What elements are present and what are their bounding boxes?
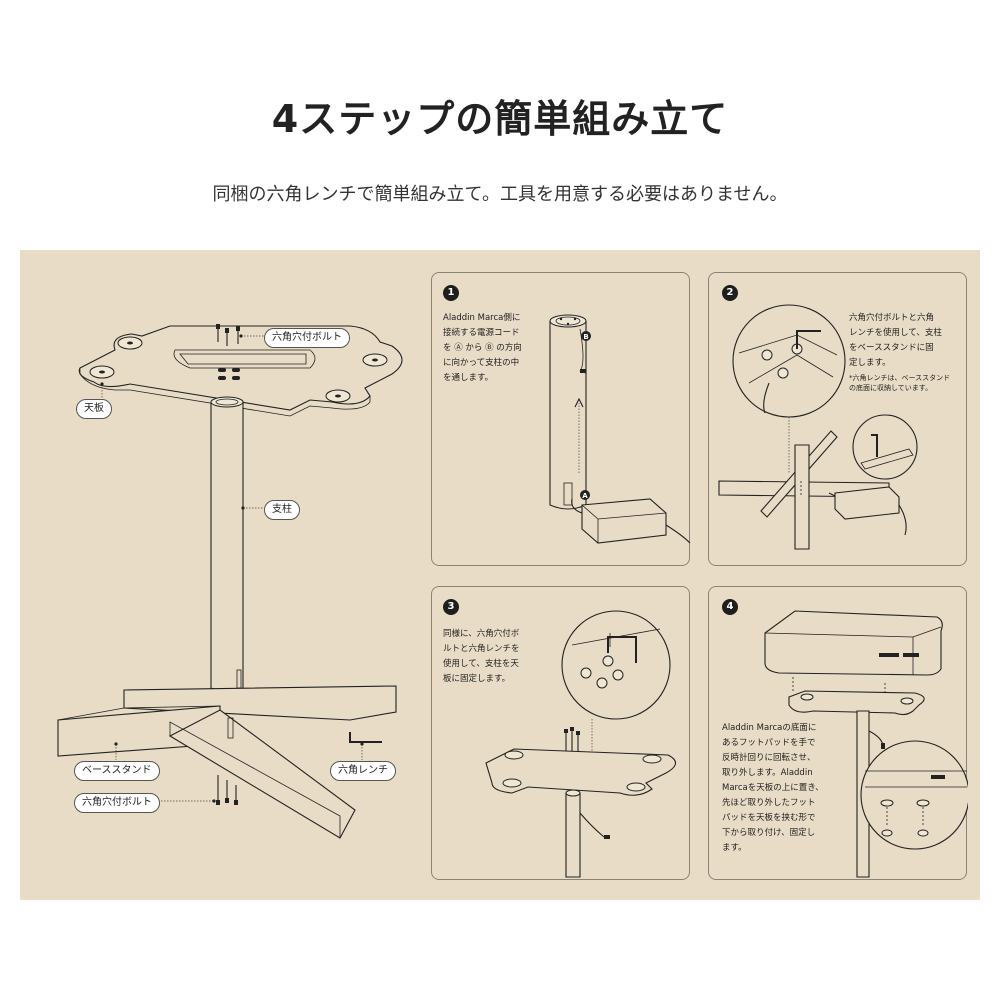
- label-top-plate: 天板: [76, 399, 112, 419]
- page-title: 4ステップの簡単組み立て: [271, 97, 729, 141]
- step-1-diagram: B A: [549, 314, 691, 544]
- marker-a: A: [582, 492, 588, 500]
- bolt-top-icon: [216, 324, 240, 346]
- step-number-3: 3: [443, 599, 459, 615]
- step-card-1: 1 Aladdin Marca側に 接続する電源コード を Ⓐ から Ⓑ の方向…: [431, 272, 691, 566]
- step-card-2: 2 六角穴付ボルトと六角 レンチを使用して、支柱 をベーススタンドに固 定します…: [708, 272, 967, 566]
- step-text-4: Aladdin Marcaの底面に あるフットパッドを手で 反時計回りに回転させ…: [722, 723, 824, 853]
- label-bolt-bottom: 六角穴付ボルト: [74, 793, 160, 813]
- step-3-diagram: [485, 610, 677, 878]
- step-number-2: 2: [722, 285, 738, 301]
- label-bolt-top: 六角穴付ボルト: [264, 328, 350, 348]
- bolt-bottom-icon: [216, 775, 238, 805]
- label-hex-wrench: 六角レンチ: [330, 761, 396, 781]
- step-text-1: Aladdin Marca側に 接続する電源コード を Ⓐ から Ⓑ の方向 に…: [443, 313, 522, 383]
- step-text-3: 同様に、六角穴付ボ ルトと六角レンチを 使用して、支柱を天 板に固定します。: [443, 629, 520, 684]
- step-number-1: 1: [443, 285, 459, 301]
- page-subtitle: 同梱の六角レンチで簡単組み立て。工具を用意する必要はありません。: [212, 184, 788, 205]
- step-number-4: 4: [722, 599, 738, 615]
- step-2-diagram: [718, 304, 918, 550]
- step-note-2: *六角レンチは、ベーススタンド の底面に収納しています。: [849, 374, 951, 392]
- step-card-3: 3 同様に、六角穴付ボ ルトと六角レンチを 使用して、支柱を天 板に固定します。: [431, 586, 690, 880]
- step-card-4: 4 Aladdin Marcaの底面に あるフットパッドを手で 反時計回りに回転…: [708, 586, 968, 880]
- assembly-panel: 六角穴付ボルト 天板 支柱 ベーススタンド 六角レンチ 六角穴付ボルト 1 Al…: [20, 250, 980, 900]
- hex-wrench-icon: [349, 732, 382, 743]
- label-base-stand: ベーススタンド: [74, 761, 160, 781]
- step-text-2: 六角穴付ボルトと六角 レンチを使用して、支柱 をベーススタンドに固 定します。: [849, 313, 942, 368]
- label-pillar: 支柱: [264, 500, 300, 520]
- step-3-bolts-icon: [564, 727, 580, 755]
- step-4-diagram: [764, 610, 968, 878]
- marker-b: B: [583, 333, 588, 341]
